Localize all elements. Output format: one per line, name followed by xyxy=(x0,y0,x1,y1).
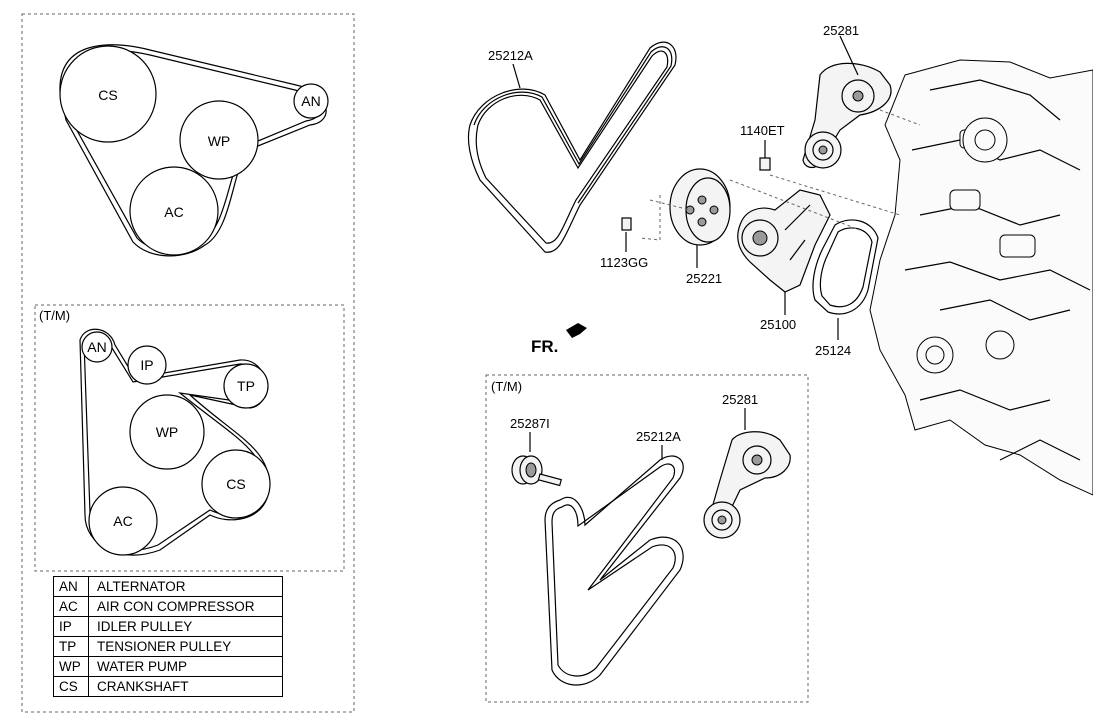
legend-abbr: IP xyxy=(53,616,89,637)
front-indicator: FR. xyxy=(531,323,587,356)
legend-desc: ALTERNATOR xyxy=(88,576,283,597)
tm-parts-label: (T/M) xyxy=(491,379,522,394)
drive-belt xyxy=(467,41,677,253)
legend-desc: IDLER PULLEY xyxy=(88,616,283,637)
pulley-tm-label-an: AN xyxy=(87,339,106,355)
label-belt: 25212A xyxy=(488,48,533,63)
pulley-tm-label-tp: TP xyxy=(237,378,255,394)
pulley-label-ac: AC xyxy=(164,204,183,220)
legend-desc: CRANKSHAFT xyxy=(88,676,283,697)
label-tensioner: 25281 xyxy=(823,23,859,38)
pulley-tm-label-wp: WP xyxy=(156,424,179,440)
label-tm-tensioner: 25281 xyxy=(722,392,758,407)
pulley-label-wp: WP xyxy=(208,133,231,149)
tm-diagram-frame xyxy=(34,304,345,572)
legend-row: AN ALTERNATOR xyxy=(53,576,283,597)
label-pulley: 25221 xyxy=(686,271,722,286)
legend-abbr: WP xyxy=(53,656,89,677)
tm-parts-frame xyxy=(485,374,809,703)
belt-diagram-tm: AN IP TP WP CS AC xyxy=(79,328,271,556)
legend-row: IP IDLER PULLEY xyxy=(53,616,283,637)
pulley-tm-label-ac: AC xyxy=(113,513,132,529)
label-bolt-1123gg: 1123GG xyxy=(600,255,648,270)
pulley-tm-label-cs: CS xyxy=(226,476,245,492)
tm-diagram-label: (T/M) xyxy=(39,308,70,323)
legend-row: CS CRANKSHAFT xyxy=(53,676,283,697)
label-tm-belt: 25212A xyxy=(636,429,681,444)
pulley-tm-label-ip: IP xyxy=(140,357,153,373)
pulley-an xyxy=(293,83,329,119)
belt-diagram-standard: CS WP AN AC xyxy=(59,44,329,257)
pulley-tm-ac xyxy=(88,486,158,556)
legend-row: AC AIR CON COMPRESSOR xyxy=(53,596,283,617)
bolt-1123gg xyxy=(621,217,632,252)
tm-tensioner-assembly xyxy=(703,431,791,539)
pulley-label-cs: CS xyxy=(98,87,117,103)
idler-pulley xyxy=(511,455,562,487)
legend-table: AN ALTERNATOR AC AIR CON COMPRESSOR IP I… xyxy=(53,576,283,697)
legend-row: TP TENSIONER PULLEY xyxy=(53,636,283,657)
tm-belt xyxy=(544,455,684,686)
legend-desc: TENSIONER PULLEY xyxy=(88,636,283,657)
pulley-ac xyxy=(129,166,219,256)
pulley-label-an: AN xyxy=(301,93,320,109)
label-bolt-1140et: 1140ET xyxy=(740,123,785,138)
legend-desc: WATER PUMP xyxy=(88,656,283,677)
pulley-wp xyxy=(179,100,259,180)
assembly-leader-lines xyxy=(639,109,921,241)
water-pump-pulley xyxy=(669,168,731,268)
pulley-tm-wp xyxy=(129,394,205,470)
pulley-tm-an xyxy=(81,331,113,363)
engine-block xyxy=(869,59,1093,496)
pulley-tm-cs xyxy=(201,449,271,519)
pulley-tm-tp xyxy=(223,363,269,409)
label-idler: 25287I xyxy=(510,416,550,431)
legend-abbr: AN xyxy=(53,576,89,597)
legend-row: WP WATER PUMP xyxy=(53,656,283,677)
legend-abbr: CS xyxy=(53,676,89,697)
front-indicator-text: FR. xyxy=(531,337,558,356)
left-panel-frame xyxy=(21,13,355,713)
legend-abbr: AC xyxy=(53,596,89,617)
label-water-pump: 25100 xyxy=(760,317,796,332)
label-gasket: 25124 xyxy=(815,343,851,358)
water-pump xyxy=(737,189,831,315)
tensioner-assembly xyxy=(802,35,892,169)
pulley-tm-ip xyxy=(127,345,167,385)
legend-abbr: TP xyxy=(53,636,89,657)
arrow-left-icon xyxy=(566,323,587,338)
legend-desc: AIR CON COMPRESSOR xyxy=(88,596,283,617)
gasket xyxy=(812,219,879,340)
pulley-cs xyxy=(59,45,157,143)
bolt-1140et xyxy=(759,140,771,171)
